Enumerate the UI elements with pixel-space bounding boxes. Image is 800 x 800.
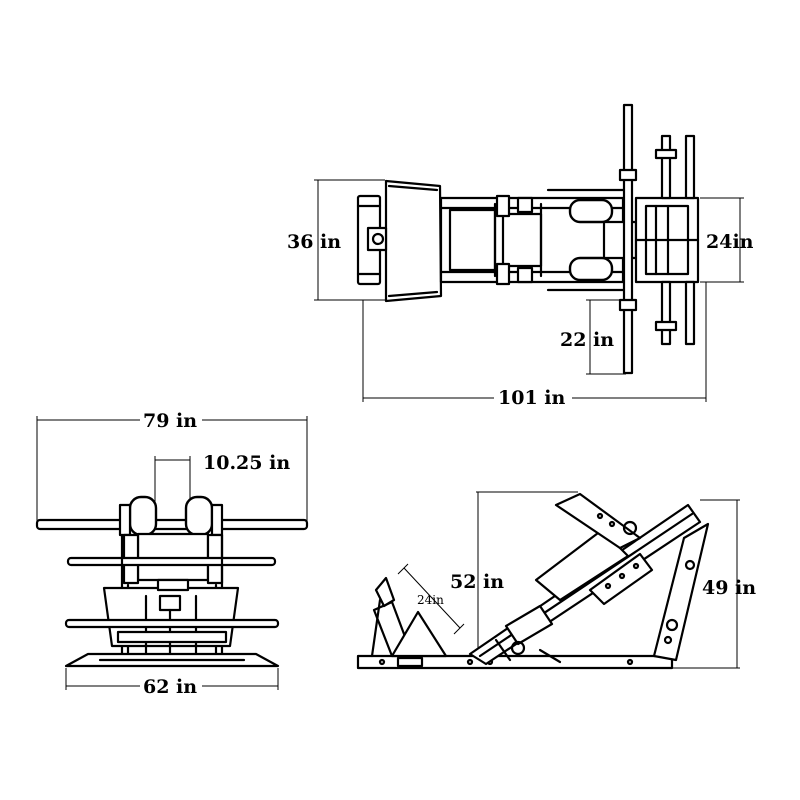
label-36in: 36 in — [287, 231, 341, 253]
dimension-101in: 101 in — [362, 282, 707, 410]
front-view: 79 in 10.25 in — [35, 408, 309, 698]
dimension-79in: 79 in — [36, 408, 308, 524]
label-24in-top: 24in — [706, 231, 754, 253]
label-49in: 49 in — [702, 577, 756, 599]
dimension-36in: 36 in — [287, 179, 385, 301]
footplate-bracket — [356, 194, 388, 286]
weight-horn-top-c — [660, 280, 672, 346]
dimension-49in: 49 in — [670, 499, 756, 669]
front-low-bar — [64, 618, 280, 629]
label-24in-seat: 24in — [417, 593, 444, 607]
top-long-bar — [622, 103, 634, 375]
front-shoulder-pad-right — [184, 495, 214, 537]
dimension-62in: 62 in — [65, 668, 279, 698]
shoulder-pad-top-lower — [568, 256, 614, 282]
side-base-rail — [356, 654, 674, 670]
label-101in: 101 in — [498, 387, 565, 409]
label-10-25in: 10.25 in — [203, 452, 290, 474]
dimension-52in: 52 in — [450, 491, 578, 660]
front-top-bar — [35, 518, 309, 531]
label-79in: 79 in — [143, 410, 197, 432]
dimension-24in-seat: 24in — [397, 563, 465, 635]
front-shoulder-pad-left — [128, 495, 158, 537]
dimension-10-25in: 10.25 in — [154, 452, 290, 505]
top-sled — [448, 208, 497, 272]
side-view: 52 in 49 in 24in — [356, 491, 756, 670]
label-22in: 22 in — [560, 329, 614, 351]
dimension-24in-top: 24in — [700, 197, 754, 283]
shoulder-pad-top-upper — [568, 198, 614, 224]
side-shoulder-pad — [554, 492, 642, 550]
top-view: 36 in — [287, 103, 754, 410]
weight-horn-top-b — [684, 134, 696, 200]
label-52in: 52 in — [450, 571, 504, 593]
label-62in: 62 in — [143, 676, 197, 698]
front-mid-bar — [66, 556, 277, 567]
weight-horn-top-d — [684, 280, 696, 346]
dimension-22in: 22 in — [560, 299, 626, 375]
weight-horn-top-a — [660, 134, 672, 200]
side-carriage — [534, 528, 630, 602]
footplate-top — [384, 179, 443, 303]
